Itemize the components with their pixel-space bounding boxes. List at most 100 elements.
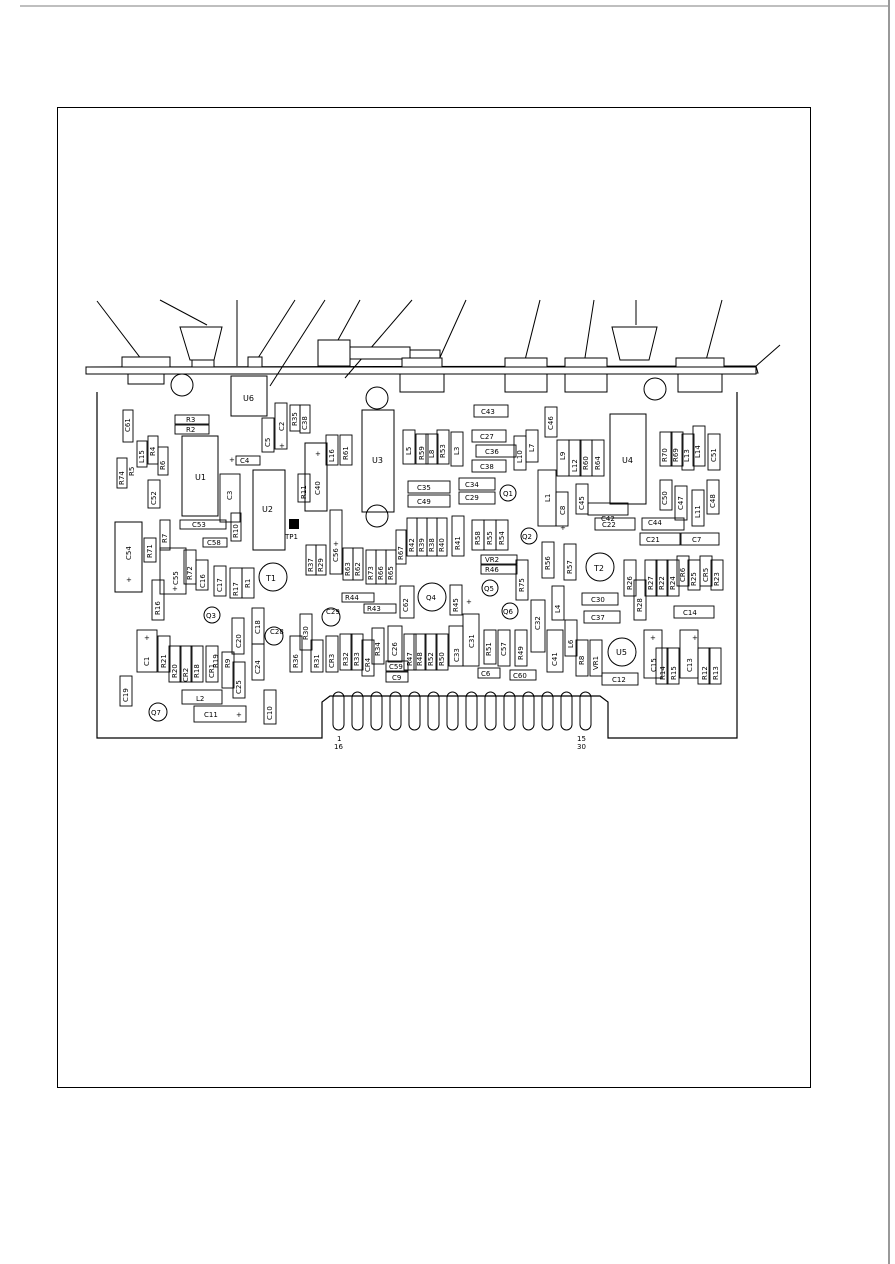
label-r38: R38 <box>428 538 436 552</box>
label-r51: R51 <box>485 642 493 656</box>
pcb-outline <box>96 392 738 739</box>
label-cr2: CR2 <box>182 668 190 682</box>
label-r69: R69 <box>672 448 680 462</box>
round-components <box>148 484 637 722</box>
label-cr4: CR4 <box>364 657 372 672</box>
label-c4: C4 <box>240 457 250 465</box>
label-c40: C40 <box>314 481 322 495</box>
label-l16: L16 <box>328 449 336 462</box>
label-c12: C12 <box>612 676 626 684</box>
label-r65: R65 <box>387 566 395 580</box>
label-c54: C54 <box>125 546 133 560</box>
label-r36: R36 <box>292 654 300 668</box>
label-r42: R42 <box>408 538 416 552</box>
label-c32: C32 <box>534 616 542 630</box>
label-r1: R1 <box>244 579 252 588</box>
label-r31: R31 <box>313 654 321 668</box>
label-r61: R61 <box>342 446 350 460</box>
plus-c2: + <box>279 442 285 450</box>
label-r75: R75 <box>518 578 526 592</box>
label-c10: C10 <box>266 706 274 720</box>
pin-30-label: 30 <box>577 743 586 751</box>
label-l12: L12 <box>571 459 579 472</box>
label-l9: L9 <box>559 452 567 460</box>
label-c18: C18 <box>254 620 262 634</box>
label-q6: Q6 <box>503 608 514 616</box>
plus-c1: + <box>144 634 150 642</box>
label-r33: R33 <box>353 652 361 666</box>
pin-16-label: 16 <box>334 743 343 751</box>
label-u2: U2 <box>262 505 273 514</box>
label-r39: R39 <box>418 538 426 552</box>
label-r57: R57 <box>566 560 574 574</box>
cap-c54 <box>114 521 143 593</box>
label-c34: C34 <box>465 481 479 489</box>
component-outlines <box>116 402 724 725</box>
label-c16: C16 <box>199 574 207 588</box>
label-r29: R29 <box>317 558 325 572</box>
label-r24: R24 <box>669 576 677 590</box>
label-r40: R40 <box>438 538 446 552</box>
label-r37: R37 <box>307 558 315 572</box>
plus-c8: + <box>560 524 566 532</box>
label-c48: C48 <box>709 494 717 508</box>
label-vr1: VR1 <box>592 656 600 670</box>
plus-c3: + <box>229 456 235 464</box>
label-c2: C2 <box>278 422 286 431</box>
label-r2: R2 <box>186 426 195 434</box>
label-c28-c: C28 <box>270 628 284 636</box>
label-r12: R12 <box>701 666 709 680</box>
label-r55: R55 <box>486 531 494 545</box>
plus-c15: + <box>650 634 656 642</box>
label-r4: R4 <box>149 446 157 456</box>
label-r28: R28 <box>636 598 644 612</box>
label-r19: R19 <box>212 654 220 668</box>
label-r30: R30 <box>302 626 310 640</box>
label-r15: R15 <box>670 666 678 680</box>
label-r34: R34 <box>374 642 382 656</box>
label-c44: C44 <box>648 519 662 527</box>
label-c31: C31 <box>468 634 476 648</box>
label-c15: C15 <box>650 658 658 672</box>
plus-c13: + <box>692 634 698 642</box>
drawing-frame <box>57 107 811 1088</box>
label-cr3: CR3 <box>328 654 336 668</box>
label-c8: C8 <box>559 506 567 515</box>
label-c56: C56 <box>332 548 340 562</box>
callout-lines <box>96 299 781 387</box>
label-u6: U6 <box>243 394 254 403</box>
label-q4: Q4 <box>426 594 437 602</box>
label-cr6: CR6 <box>679 567 687 582</box>
label-r58: R58 <box>474 531 482 545</box>
label-r47: R47 <box>406 652 414 666</box>
label-c47: C47 <box>677 496 685 510</box>
label-r16: R16 <box>154 601 162 615</box>
label-c14: C14 <box>683 609 697 617</box>
label-l5: L5 <box>405 447 413 455</box>
label-c21: C21 <box>646 536 660 544</box>
ic-u3 <box>361 409 395 513</box>
label-c49: C49 <box>417 498 431 506</box>
label-c59: C59 <box>389 663 403 671</box>
label-cr5: CR5 <box>702 568 710 582</box>
label-r63: R63 <box>344 562 352 576</box>
label-r50: R50 <box>438 652 446 666</box>
tp1-pad <box>289 519 299 529</box>
label-r59: R59 <box>418 446 426 460</box>
label-c24: C24 <box>254 660 262 674</box>
label-u5: U5 <box>616 648 627 657</box>
label-c11-plus: + <box>236 711 242 719</box>
label-c50: C50 <box>661 491 669 505</box>
label-r11: R11 <box>300 485 308 499</box>
label-l14: L14 <box>694 445 702 458</box>
label-r3: R3 <box>186 416 195 424</box>
label-c29b: C29 <box>465 494 479 502</box>
label-c22: C22 <box>602 521 616 529</box>
label-r52: R52 <box>427 652 435 666</box>
label-c38: C38 <box>480 463 494 471</box>
label-r46: R46 <box>485 566 499 574</box>
label-c9: C9 <box>392 674 401 682</box>
label-c46: C46 <box>547 416 555 430</box>
label-c57: C57 <box>500 642 508 656</box>
